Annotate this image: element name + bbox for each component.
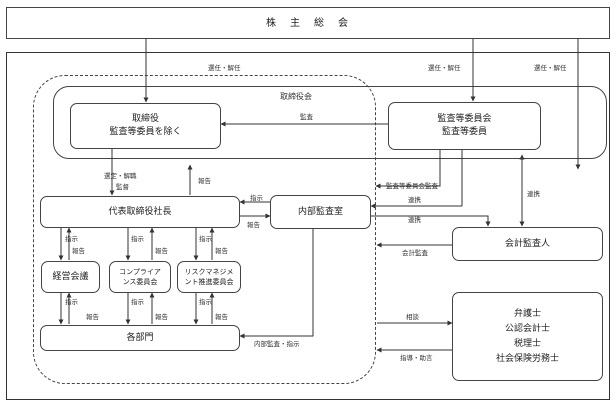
risk-committee-box: リスクマネジメ ント推進委員会: [177, 261, 241, 293]
accounting-auditor-box: 会計監査人: [452, 227, 603, 261]
label-appoint-accounting-auditor: 選任・解任: [534, 64, 567, 72]
label-consult: 相談: [406, 313, 419, 321]
arrow-internal-audit-instruct: [239, 229, 314, 339]
audit-committee-box: 監査等委員会 監査等委員: [388, 102, 541, 150]
label-audit: 監査: [300, 113, 313, 121]
company-frame: [6, 52, 610, 400]
label-coop-3: 連携: [527, 190, 540, 198]
arrow-coop-2: [371, 215, 491, 227]
compliance-line2: ンス委員会: [122, 278, 158, 286]
label-report-d: 報告: [86, 313, 99, 321]
label-report-e: 報告: [155, 313, 168, 321]
internal-audit-box: 内部監査室: [270, 195, 371, 229]
audit-committee-line1: 監査等委員会: [437, 114, 492, 124]
directors-box: 取締役 監査等委員を除く: [70, 103, 221, 149]
compliance-line1: コンプライア: [119, 268, 161, 276]
label-coop-2: 連携: [408, 216, 421, 224]
label-instruct-d: 指示: [65, 298, 78, 306]
label-ac-audit: 監査等委員会監査: [386, 182, 438, 190]
shareholders-meeting-label: 株 主 総 会: [266, 17, 350, 29]
label-instruct-b: 指示: [131, 235, 144, 243]
external-experts-box: 弁護士 公認会計士 税理士 社会保険労務士: [452, 292, 603, 381]
ceo-label: 代表取締役社長: [108, 206, 172, 217]
expert-cpa: 公認会計士: [504, 323, 550, 334]
label-supervise: 監督: [116, 183, 129, 191]
risk-line2: ント推進委員会: [184, 278, 234, 286]
label-appoint-directors: 選任・解任: [208, 64, 241, 72]
label-select-dismiss: 選定・解職: [104, 172, 137, 180]
label-instruct-a: 指示: [65, 235, 78, 243]
management-meeting-label: 経営会議: [52, 271, 89, 282]
label-report-board: 報告: [198, 177, 211, 185]
departments-label: 各部門: [126, 332, 154, 343]
label-report-ia: 報告: [247, 221, 260, 229]
label-report-c: 報告: [215, 247, 228, 255]
expert-labor-consultant: 社会保険労務士: [495, 353, 559, 364]
label-coop-1: 連携: [408, 196, 421, 204]
accounting-auditor-label: 会計監査人: [504, 238, 550, 249]
label-report-a: 報告: [72, 247, 85, 255]
compliance-committee-box: コンプライア ンス委員会: [109, 261, 171, 293]
audit-committee-line2: 監査等委員: [441, 127, 487, 137]
label-instruct-f: 指示: [199, 298, 212, 306]
directors-line1: 取締役: [131, 114, 159, 124]
arrow-ac-audit: [375, 150, 441, 189]
label-guidance: 指導・助言: [400, 354, 433, 362]
label-internal-audit-instruct: 内部監査・指示: [254, 340, 300, 348]
internal-audit-label: 内部監査室: [297, 206, 343, 217]
directors-line2: 監査等委員を除く: [109, 127, 182, 137]
board-frame: [53, 86, 607, 159]
departments-box: 各部門: [40, 325, 240, 351]
label-accounting-audit: 会計監査: [402, 249, 428, 257]
label-instruct-ia: 指示: [250, 194, 263, 202]
board-of-directors-group: [33, 75, 376, 384]
management-meeting-box: 経営会議: [41, 261, 100, 293]
label-appoint-audit-committee: 選任・解任: [428, 64, 461, 72]
ceo-box: 代表取締役社長: [40, 196, 240, 228]
label-report-f: 報告: [215, 313, 228, 321]
expert-lawyer: 弁護士: [513, 308, 541, 319]
shareholders-meeting-box: 株 主 総 会: [6, 7, 610, 39]
label-instruct-e: 指示: [131, 298, 144, 306]
expert-tax-accountant: 税理士: [513, 338, 541, 349]
risk-line1: リスクマネジメ: [184, 268, 234, 276]
label-instruct-c: 指示: [199, 235, 212, 243]
label-report-b: 報告: [155, 247, 168, 255]
board-title: 取締役会: [280, 92, 312, 101]
